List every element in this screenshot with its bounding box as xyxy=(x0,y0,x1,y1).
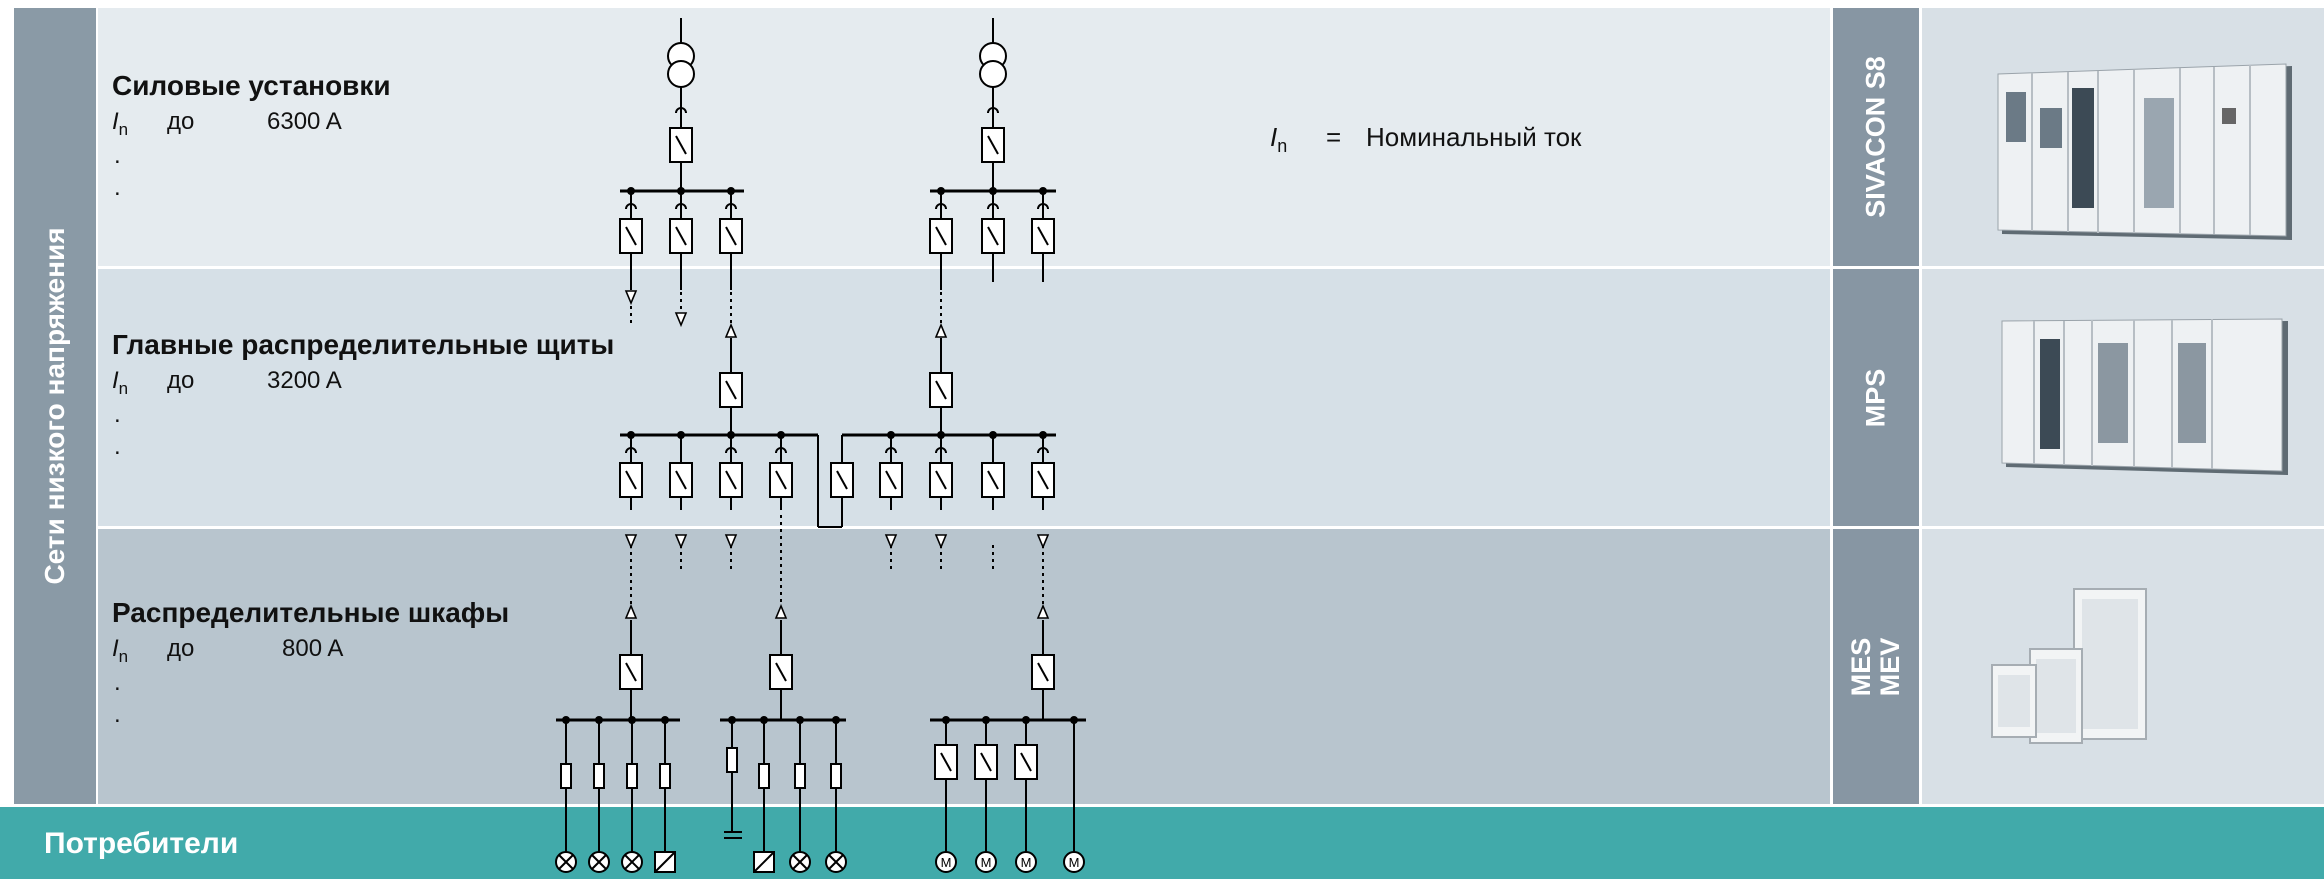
svg-text:M: M xyxy=(981,855,992,870)
consumers-band: Потребители xyxy=(0,807,2324,879)
consumers-label: Потребители xyxy=(44,827,239,860)
ellipsis-dot: . xyxy=(114,174,121,201)
legend: In = Номинальный ток xyxy=(1270,122,1581,157)
lamp-load-icon xyxy=(825,851,847,873)
motor-load-icon: M xyxy=(1015,851,1037,873)
rated-current-line: In до 6300 A xyxy=(112,108,391,140)
row-label: Силовые установки In до 6300 A . . xyxy=(112,70,391,204)
ellipsis-dot: . xyxy=(114,433,121,460)
switchgear-illustration xyxy=(1997,63,2292,240)
lamp-load-icon xyxy=(621,851,643,873)
svg-text:M: M xyxy=(1069,855,1080,870)
generic-load-icon xyxy=(654,851,676,873)
ellipsis-dot: . xyxy=(114,142,121,169)
row-title: Распределительные шкафы xyxy=(112,597,510,628)
current-symbol: In xyxy=(112,635,129,666)
lamp-load-icon xyxy=(588,851,610,873)
row-label: Распределительные шкафы In до 800 A . . xyxy=(112,597,509,731)
mps-illustration xyxy=(2001,318,2288,475)
side-category-band: Сети низкого напряжения xyxy=(14,8,96,804)
upto-text: до xyxy=(167,108,195,135)
current-symbol: In xyxy=(112,108,129,139)
cabinets-illustration xyxy=(1991,588,2147,744)
legend-equals: = xyxy=(1326,122,1342,152)
rated-current-value: 6300 A xyxy=(267,108,342,135)
product-band-sivacon: SIVACON S8 xyxy=(1833,8,1919,266)
generic-load-icon xyxy=(753,851,775,873)
legend-text: Номинальный ток xyxy=(1366,122,1582,152)
rated-current-value: 800 A xyxy=(282,635,344,662)
motor-load-icon: M xyxy=(935,851,957,873)
lamp-load-icon xyxy=(789,851,811,873)
upto-text: до xyxy=(167,367,195,394)
motor-load-icon: M xyxy=(975,851,997,873)
row-distribution-cabinets: Распределительные шкафы In до 800 A . . xyxy=(98,529,1830,804)
row-main-distribution: Главные распределительные щиты In до 320… xyxy=(98,269,1830,526)
rated-current-line: In до 800 A xyxy=(112,635,509,667)
ellipsis-dot: . xyxy=(114,701,121,728)
product-image-cabinets xyxy=(1922,529,2324,804)
row-title: Силовые установки xyxy=(112,70,391,101)
row-label: Главные распределительные щиты In до 320… xyxy=(112,329,614,463)
row-title: Главные распределительные щиты xyxy=(112,329,615,360)
motor-load-icon: M xyxy=(1063,851,1085,873)
svg-text:M: M xyxy=(1021,855,1032,870)
product-band-mps: MPS xyxy=(1833,269,1919,526)
product-image-switchgear xyxy=(1922,8,2324,266)
lamp-load-icon xyxy=(555,851,577,873)
ellipsis-dot: . xyxy=(114,401,121,428)
current-symbol: In xyxy=(112,367,129,398)
svg-text:M: M xyxy=(941,855,952,870)
product-image-mps xyxy=(1922,269,2324,526)
ellipsis-dot: . xyxy=(114,669,121,696)
upto-text: до xyxy=(167,635,195,662)
legend-symbol: In xyxy=(1270,122,1288,157)
rated-current-value: 3200 A xyxy=(267,367,342,394)
rated-current-line: In до 3200 A xyxy=(112,367,614,399)
row-power-plants: Силовые установки In до 6300 A . . xyxy=(98,8,1830,266)
